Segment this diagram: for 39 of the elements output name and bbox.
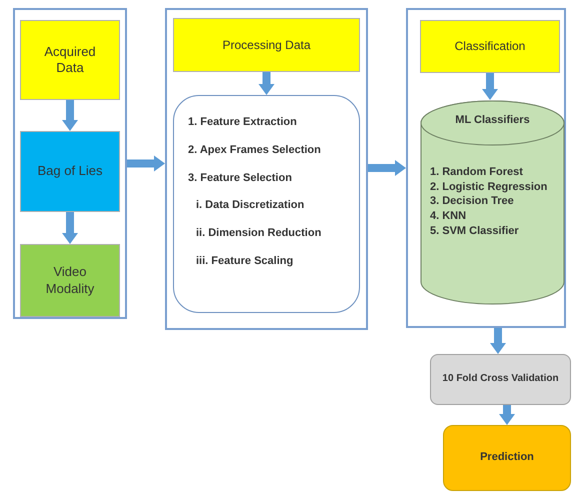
- block-arrow: [62, 100, 78, 131]
- list-item: 4. KNN: [430, 210, 466, 224]
- database-cylinder: [420, 100, 565, 305]
- block-arrow: [499, 405, 515, 425]
- box-label: Bag of Lies: [37, 163, 103, 180]
- list-item: 1. Random Forest: [430, 166, 523, 180]
- stage-panel: [13, 8, 127, 319]
- list-item: 5. SVM Classifier: [430, 224, 519, 238]
- result-box: [443, 425, 571, 491]
- box-label: Video Modality: [44, 264, 96, 297]
- stage-panel: [406, 8, 566, 328]
- list-item: 2. Apex Frames Selection: [188, 144, 321, 158]
- modality-box: [20, 244, 120, 317]
- block-arrow: [258, 72, 274, 95]
- stage-panel: [165, 8, 368, 330]
- process-box: [430, 354, 571, 405]
- list-item: i. Data Discretization: [196, 199, 304, 213]
- stage-heading-box: [173, 18, 360, 72]
- list-item: ii. Dimension Reduction: [196, 227, 322, 241]
- list-item: 3. Feature Selection: [188, 172, 292, 186]
- list-item: 1. Feature Extraction: [188, 116, 297, 130]
- box-label: Processing Data: [222, 38, 311, 52]
- list-item: iii. Feature Scaling: [196, 254, 294, 268]
- cylinder-heading: ML Classifiers: [455, 114, 530, 128]
- stage-heading-box: [420, 20, 560, 73]
- step-list-box: [173, 95, 360, 313]
- box-label: Classification: [454, 39, 526, 54]
- list-item: 3. Decision Tree: [430, 195, 514, 209]
- list-item: 2. Logistic Regression: [430, 180, 548, 194]
- box-label: 10 Fold Cross Validation: [442, 373, 559, 386]
- dataset-box: [20, 131, 120, 212]
- box-label: Acquired Data: [43, 44, 97, 76]
- block-arrow: [482, 73, 498, 100]
- box-label: Prediction: [480, 451, 534, 465]
- block-arrow: [490, 328, 506, 354]
- block-arrow: [62, 212, 78, 244]
- block-arrow: [127, 156, 165, 172]
- block-arrow: [368, 160, 406, 176]
- input-box: [20, 20, 120, 100]
